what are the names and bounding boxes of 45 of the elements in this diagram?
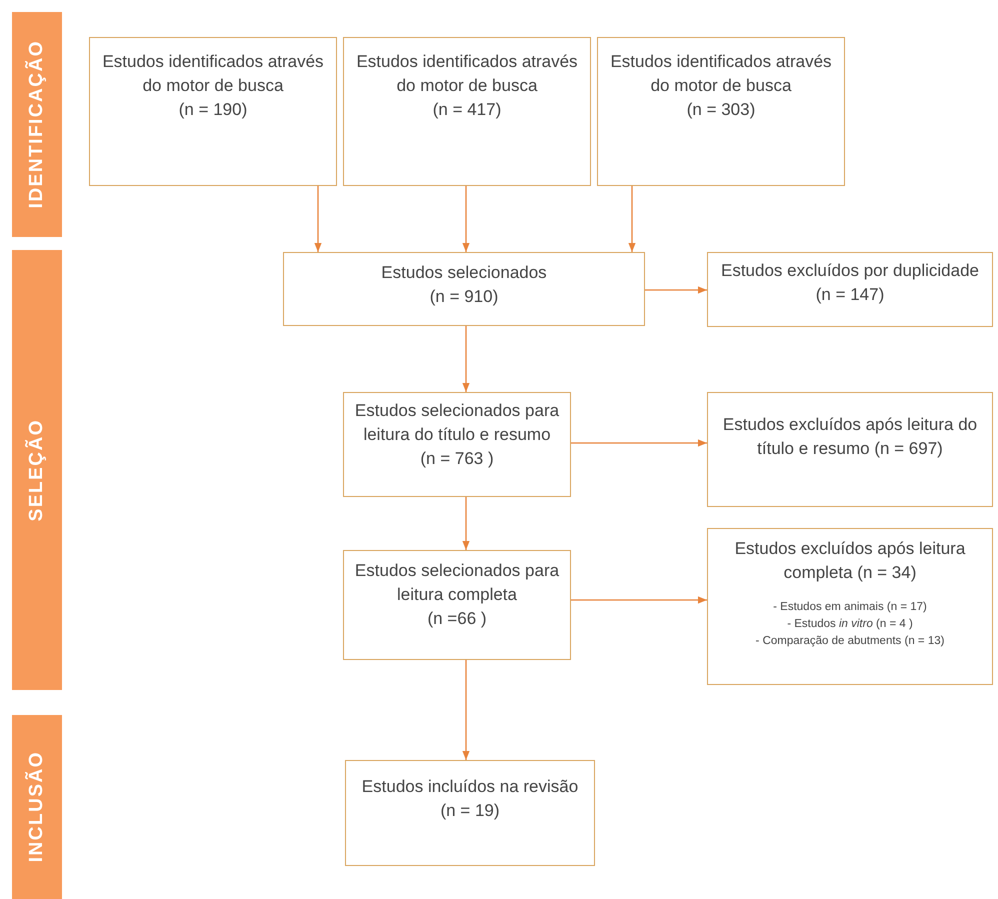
stage-band xyxy=(12,250,62,690)
process-box xyxy=(707,252,993,327)
box-text: Estudos excluídos após leitura completa (n = 34) xyxy=(734,538,966,584)
process-box xyxy=(89,37,337,186)
stage-band xyxy=(12,12,62,237)
arrow xyxy=(571,439,707,447)
process-box xyxy=(707,528,993,685)
process-box xyxy=(597,37,845,186)
arrow xyxy=(571,596,707,604)
count-text: (n =66 ) xyxy=(427,608,487,630)
list-item: - Comparação de abutments (n = 13) xyxy=(756,634,944,650)
arrow xyxy=(628,186,636,252)
box-text: Estudos identificados através do motor de busca xyxy=(609,51,833,97)
box-text: Estudos identificados através do motor de busca xyxy=(101,51,325,97)
box-text: Estudos selecionados xyxy=(381,262,547,284)
count-text: (n = 417) xyxy=(432,98,502,121)
arrow xyxy=(462,660,470,760)
process-box xyxy=(707,392,993,507)
stage-label: SELEÇÃO xyxy=(26,418,48,522)
arrow xyxy=(462,326,470,392)
box-text: Estudos selecionados para leitura completa xyxy=(354,560,560,606)
stage-band xyxy=(12,715,62,899)
process-box xyxy=(283,252,645,326)
box-text: Estudos excluídos por duplicidade (n = 147) xyxy=(720,260,980,306)
count-text: (n = 190) xyxy=(178,98,248,121)
count-text: (n = 910) xyxy=(430,286,498,308)
count-text: (n = 303) xyxy=(686,98,756,121)
count-text: (n = 19) xyxy=(440,800,500,822)
process-box xyxy=(345,760,595,866)
list-item: - Estudos em animais (n = 17) xyxy=(773,600,927,615)
stage-label: IDENTIFICAÇÃO xyxy=(26,40,48,209)
box-text: Estudos selecionados para leitura do título e resumo xyxy=(354,400,560,446)
box-text: Estudos excluídos após leitura do título e resumo (n = 697) xyxy=(722,414,978,460)
process-box xyxy=(343,550,571,660)
list-item: - Estudos in vitro (n = 4 ) xyxy=(787,616,913,632)
count-text: (n = 763 ) xyxy=(420,448,494,470)
arrow xyxy=(462,186,470,252)
process-box xyxy=(343,37,591,186)
arrow xyxy=(462,497,470,550)
arrow xyxy=(314,186,322,252)
arrow xyxy=(645,286,707,294)
process-box xyxy=(343,392,571,497)
stage-label: INCLUSÃO xyxy=(26,751,48,863)
box-text: Estudos incluídos na revisão xyxy=(362,776,578,798)
box-text: Estudos identificados através do motor de busca xyxy=(355,51,579,97)
